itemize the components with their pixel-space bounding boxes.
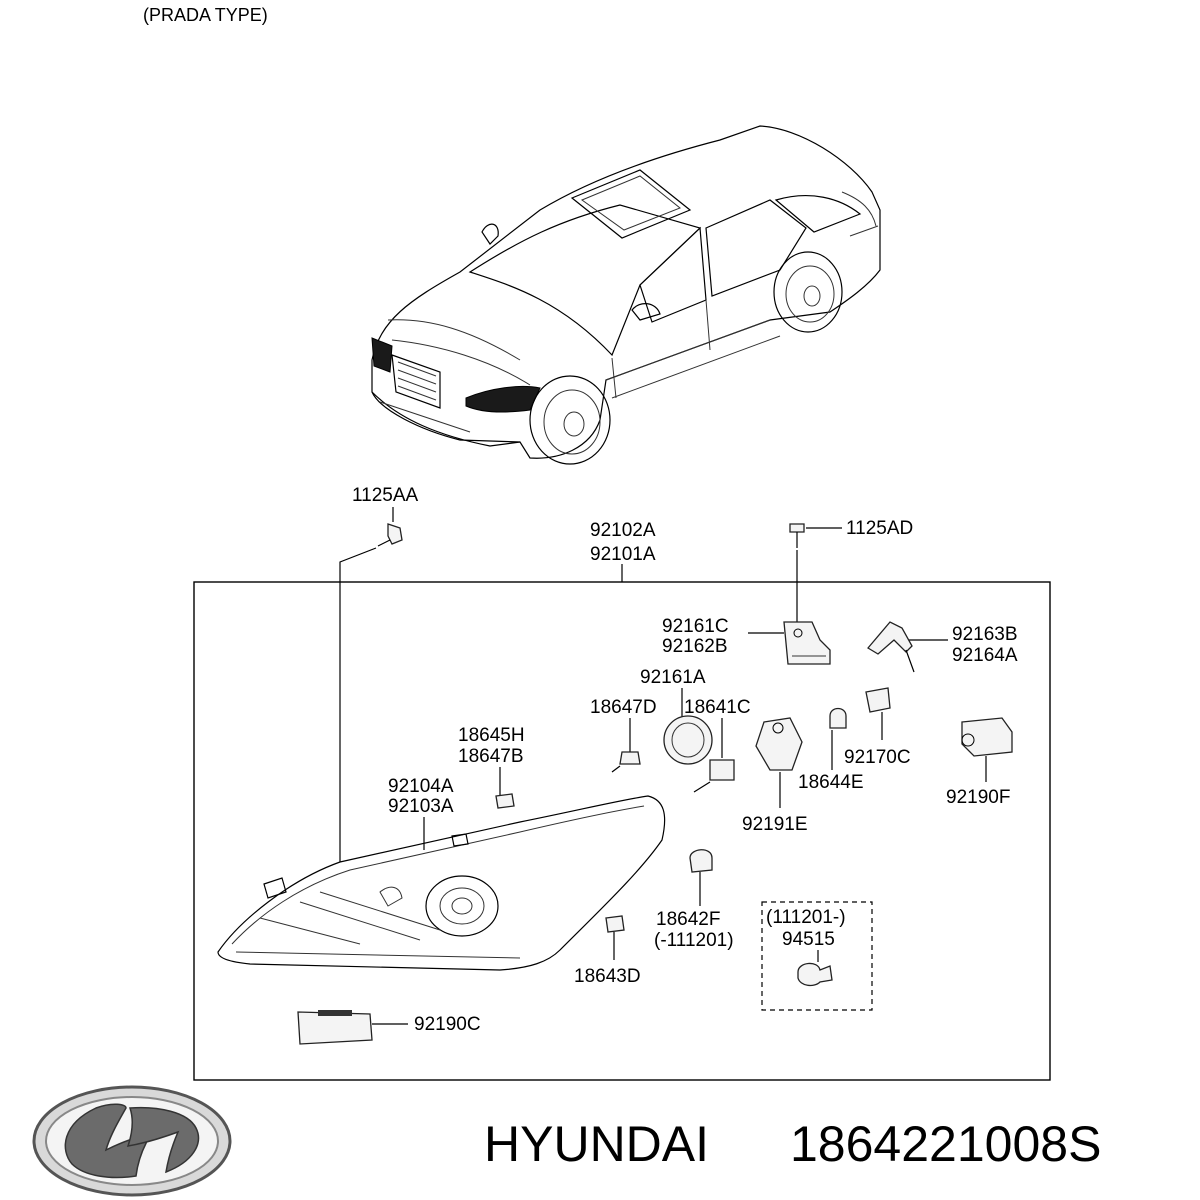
bulb-18647D-icon [611, 751, 641, 773]
label-18642F: 18642F [656, 909, 720, 930]
label-92102A: 92102A [590, 520, 656, 541]
bulb-18642F-icon [689, 849, 713, 873]
label-92162B: 92162B [662, 636, 728, 657]
label-92161A: 92161A [640, 667, 706, 688]
screw-1125AD-icon [789, 523, 805, 548]
module-92190C-icon [297, 1010, 373, 1045]
adjuster-92163B-icon [867, 621, 915, 673]
label-92170C: 92170C [844, 747, 911, 768]
label-94515: 94515 [782, 929, 835, 950]
label-92161C: 92161C [662, 616, 729, 637]
label-18647B: 18647B [458, 746, 524, 767]
label-1125AD: 1125AD [846, 518, 913, 539]
variant-note: (PRADA TYPE) [143, 5, 268, 25]
label-94515-note: (111201-) [766, 907, 846, 928]
assembly-frame [193, 581, 1051, 1081]
cap-92161A-icon [663, 715, 713, 765]
part-number: 1864221008S [790, 1116, 1101, 1172]
label-18643D: 18643D [574, 966, 641, 987]
headlamp-assembly-icon [217, 795, 666, 971]
hyundai-logo-icon [32, 1085, 232, 1197]
label-18644E: 18644E [798, 772, 864, 793]
label-1125AA: 1125AA [352, 485, 419, 506]
label-18647D: 18647D [590, 697, 657, 718]
car-illustration-icon [371, 125, 881, 465]
label-92103A: 92103A [388, 796, 454, 817]
ballast-92191E-icon [755, 717, 803, 771]
bulb-18643D-icon [605, 915, 625, 933]
label-92163B: 92163B [952, 624, 1018, 645]
bulb-18644E-icon [829, 707, 847, 729]
hid-bulb-18641C-icon [693, 759, 735, 793]
leveling-motor-92190F-icon [961, 717, 1013, 757]
brand-name: HYUNDAI [484, 1116, 709, 1172]
label-18641C: 18641C [684, 697, 751, 718]
socket-92170C-icon [865, 687, 891, 713]
bulb-18645H-icon [495, 793, 515, 809]
bulb-94515-icon [797, 962, 833, 987]
label-18642F-note: (-111201) [654, 930, 734, 951]
label-92104A: 92104A [388, 776, 454, 797]
bolt-1125AA-icon [377, 523, 403, 547]
label-92164A: 92164A [952, 645, 1018, 666]
label-92190F: 92190F [946, 787, 1010, 808]
label-92190C: 92190C [414, 1014, 481, 1035]
alt-part-box [761, 901, 873, 1011]
label-92101A: 92101A [590, 544, 656, 565]
bracket-92161C-icon [783, 621, 831, 665]
label-92191E: 92191E [742, 814, 808, 835]
label-18645H: 18645H [458, 725, 525, 746]
